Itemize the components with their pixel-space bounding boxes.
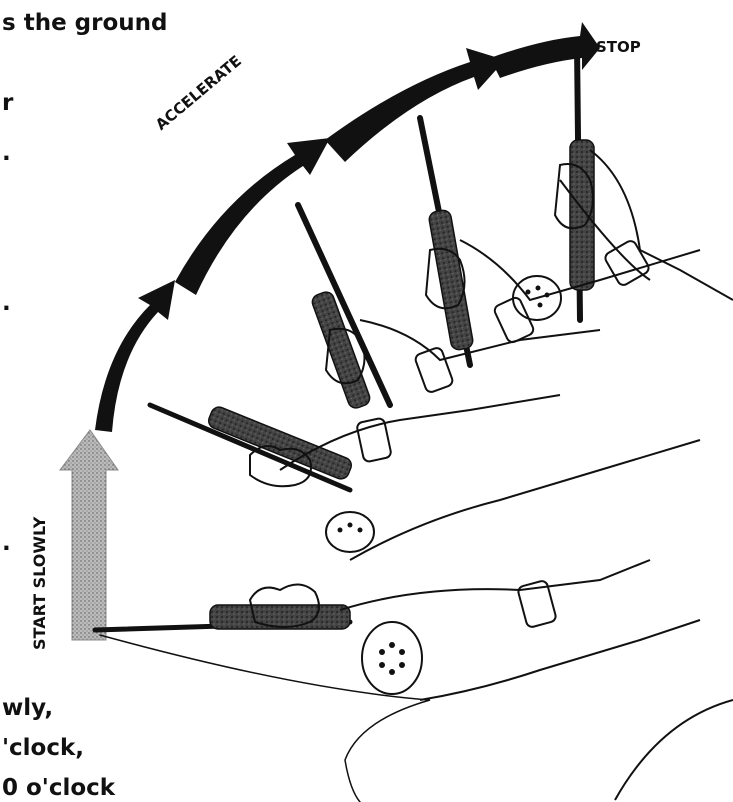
start-slowly-arrow <box>60 430 118 640</box>
stop-label: STOP <box>596 38 641 56</box>
rod-grips <box>206 140 594 629</box>
casting-arms <box>250 150 733 800</box>
start-slowly-label: START SLOWLY <box>30 517 49 650</box>
fly-rods <box>95 45 580 802</box>
